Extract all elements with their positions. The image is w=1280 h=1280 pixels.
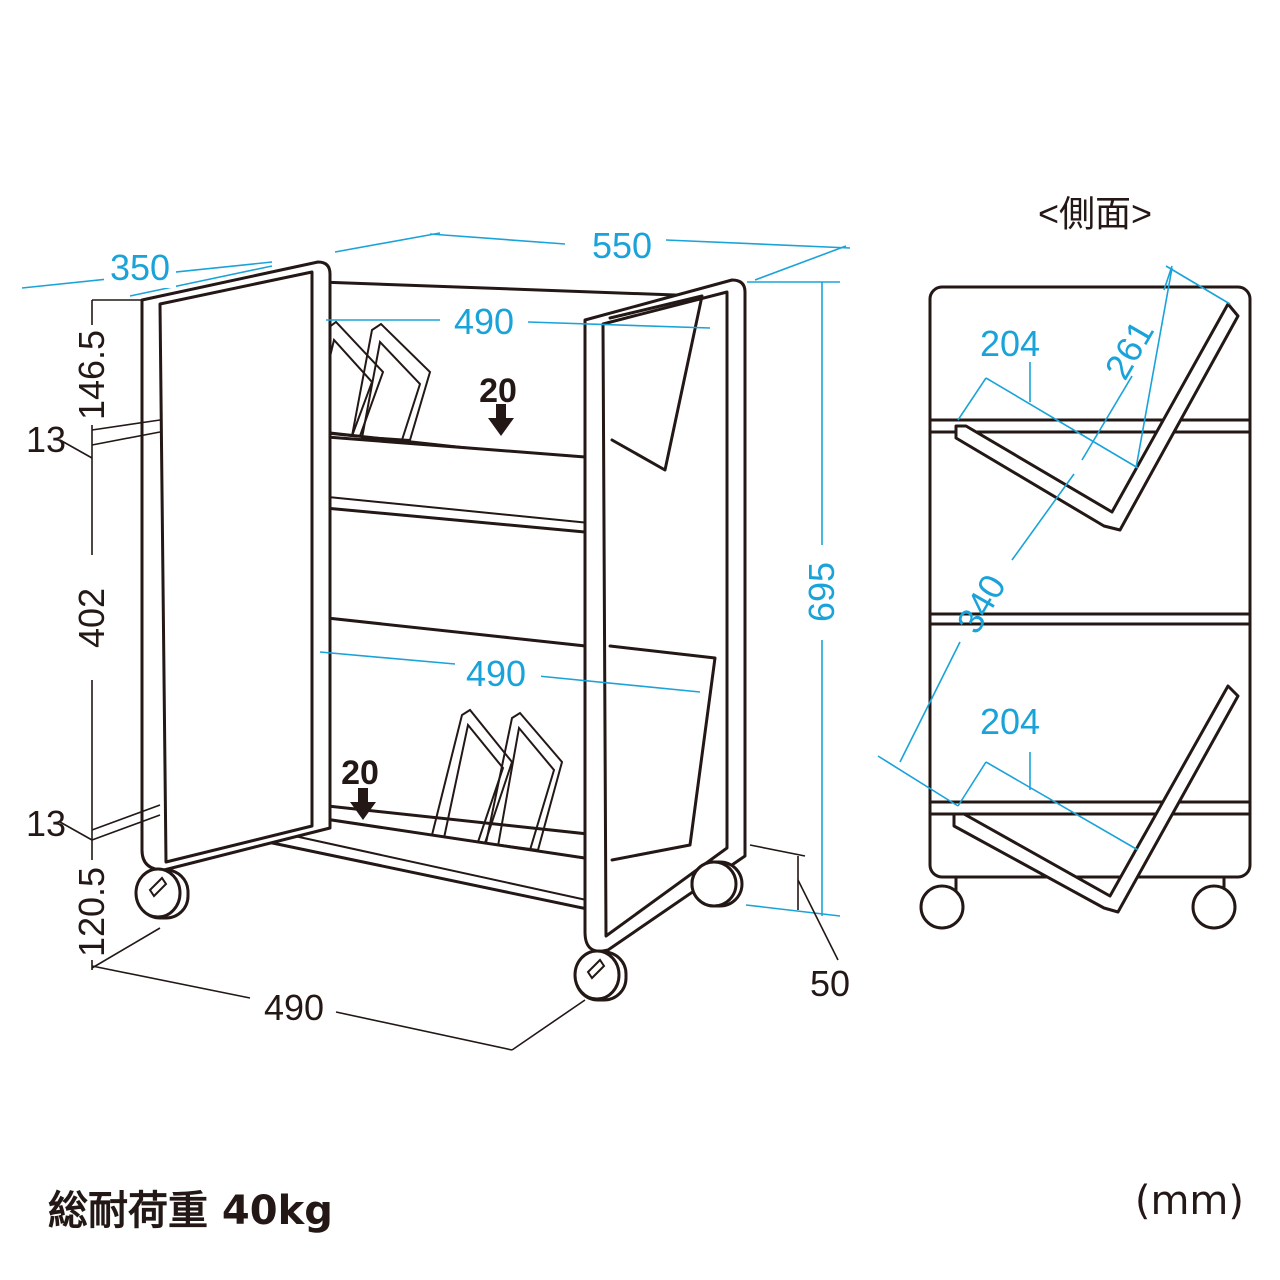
shelf-spacing-label: 402 bbox=[71, 588, 112, 648]
shelf-thickness-top-label: 13 bbox=[26, 419, 66, 460]
side-shelf-spacing-label: 340 bbox=[948, 567, 1014, 640]
side-caster-right bbox=[1191, 875, 1237, 930]
side-bottom-shelf-rail bbox=[928, 800, 1252, 816]
height-label: 695 bbox=[801, 562, 842, 622]
top-divider-step-label: 20 bbox=[479, 372, 517, 410]
top-divider-step-arrow bbox=[488, 404, 514, 436]
side-view-title: <側面> bbox=[1038, 193, 1152, 234]
base-width-label: 490 bbox=[264, 987, 324, 1028]
side-bottom-v-shelf bbox=[952, 684, 1240, 914]
side-caster-left bbox=[919, 875, 965, 930]
side-top-depth-label: 204 bbox=[980, 323, 1040, 364]
depth-label: 350 bbox=[110, 247, 170, 288]
caster-front-right bbox=[573, 949, 628, 1002]
caster-rear-right bbox=[690, 860, 744, 908]
front-dimension-lines-black bbox=[59, 299, 839, 1051]
side-dimension-labels: <側面> 204 261 340 204 bbox=[948, 193, 1162, 742]
side-top-shelf-rail bbox=[928, 418, 1252, 434]
caster-height-label: 50 bbox=[810, 963, 850, 1004]
front-dimension-labels: 350 550 490 490 695 146.5 402 120.5 13 1… bbox=[26, 224, 850, 1028]
bottom-shelf-width-label: 490 bbox=[466, 653, 526, 694]
side-bottom-depth-label: 204 bbox=[980, 701, 1040, 742]
side-middle-rail bbox=[928, 612, 1252, 626]
top-shelf-width-label: 490 bbox=[454, 301, 514, 342]
shelf-thickness-bottom-label: 13 bbox=[26, 803, 66, 844]
left-side-frame bbox=[140, 260, 332, 872]
side-dimension-lines bbox=[877, 265, 1231, 851]
side-top-v-shelf bbox=[954, 302, 1240, 532]
side-view-cart bbox=[919, 285, 1252, 930]
top-offset-label: 146.5 bbox=[71, 330, 112, 420]
width-label: 550 bbox=[592, 225, 652, 266]
unit-label: (mm) bbox=[1134, 1178, 1244, 1224]
front-view-cart bbox=[134, 260, 747, 1002]
bottom-offset-label: 120.5 bbox=[71, 867, 112, 957]
caster-front-left bbox=[134, 867, 190, 920]
side-body bbox=[928, 285, 1252, 879]
front-dimension-lines bbox=[21, 232, 851, 917]
load-capacity-label: 総耐荷重 40kg bbox=[48, 1188, 333, 1234]
bottom-divider-step-arrow bbox=[350, 788, 376, 820]
bottom-divider-step-label: 20 bbox=[341, 754, 379, 792]
